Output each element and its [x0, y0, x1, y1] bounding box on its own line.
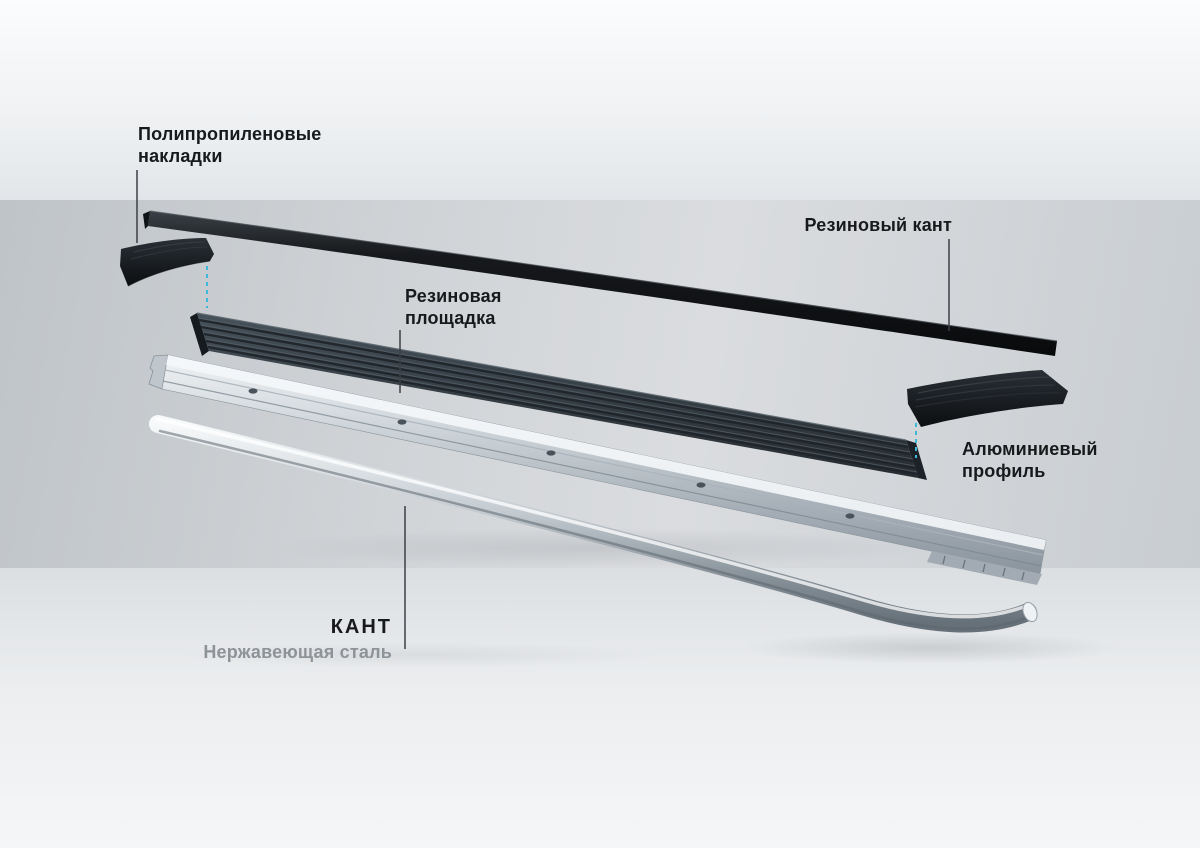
part-rubber-platform — [190, 312, 927, 480]
background-band-top — [0, 0, 1200, 200]
label-kant-block: КАНТ Нержавеющая сталь — [92, 616, 392, 663]
profile-serration — [942, 555, 1025, 581]
label-kant-name: КАНТ — [330, 616, 392, 638]
part-stainless-kant-tube — [149, 415, 1038, 633]
label-rubber-platform: Резиновая площадка — [405, 286, 502, 328]
part-rubber-edge-strip — [143, 210, 1058, 356]
label-aluminum-profile: Алюминиевый профиль — [962, 439, 1098, 481]
part-polypropylene-pad-left — [120, 238, 214, 287]
assembly-dashed-lines — [206, 266, 917, 458]
part-polypropylene-pad-right — [907, 370, 1068, 427]
label-rubber-edge: Резиновый кант — [804, 215, 952, 235]
rivet-holes — [248, 388, 855, 519]
soft-shadow-right — [740, 632, 1120, 664]
soft-shadow-middle — [270, 528, 930, 568]
label-kant-material: Нержавеющая сталь — [203, 642, 392, 662]
soft-shadow-left — [180, 642, 660, 668]
label-polypropylene-pads: Полипропиленовые накладки — [138, 124, 322, 166]
part-aluminum-profile — [148, 354, 1047, 585]
leader-lines — [136, 170, 950, 649]
